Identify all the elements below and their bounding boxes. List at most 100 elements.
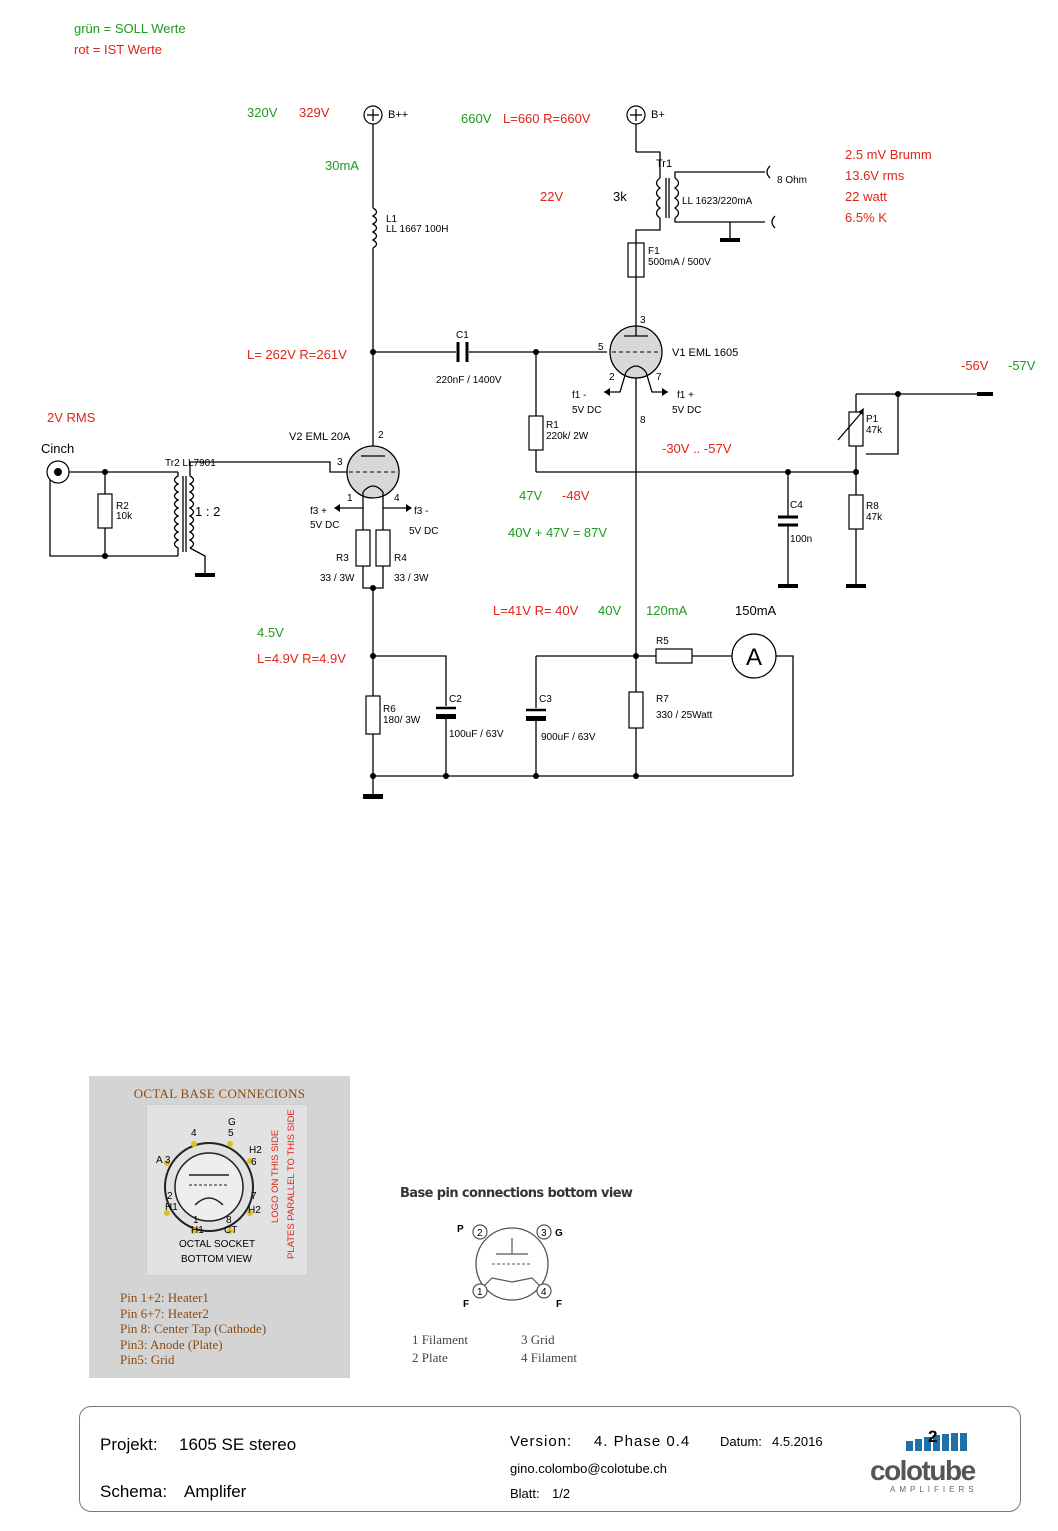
r6-resistor <box>365 695 381 735</box>
logo-text: colotube <box>870 1455 976 1486</box>
v1-pin5: 5 <box>598 342 604 353</box>
f1-minus-dc: 5V DC <box>572 405 601 416</box>
base4-letter-f2: F <box>556 1299 562 1310</box>
octal-caption-1: OCTAL SOCKET <box>179 1239 255 1250</box>
legend-ist: rot = IST Werte <box>74 42 162 57</box>
current-soll: 120mA <box>646 603 688 618</box>
schema-value: Amplifer <box>184 1482 247 1501</box>
logo-sub: AMPLIFIERS <box>890 1485 978 1494</box>
v2-plate-voltage: L= 262V R=261V <box>247 347 347 362</box>
l1-label: L1 <box>386 214 398 225</box>
tr2-secondary <box>188 475 195 549</box>
base4-socket-icon: P G F F 2 3 1 4 <box>457 1224 563 1310</box>
base4-num-2: 2 <box>477 1228 483 1239</box>
f1-label: F1 <box>648 246 660 257</box>
bpp-label: B++ <box>388 109 408 121</box>
tr2-ratio: 1 : 2 <box>195 504 220 519</box>
v2-pin3: 3 <box>337 457 343 468</box>
fil-sum: 40V + 47V = 87V <box>508 525 607 540</box>
v2-pin2: 2 <box>378 430 384 441</box>
v1-cathode-soll: 40V <box>598 603 621 618</box>
base4-legend-2: 2 Plate <box>412 1350 448 1365</box>
bp-label: B+ <box>651 109 665 121</box>
ground-icon <box>720 238 740 242</box>
fil-ist: -48V <box>562 488 590 503</box>
v2-cathode-soll: 4.5V <box>257 625 284 640</box>
projekt-value: 1605 SE stereo <box>179 1435 297 1454</box>
octal-caption-2: BOTTOM VIEW <box>181 1254 252 1265</box>
r3-label: R3 <box>336 553 349 564</box>
octal-side-text-2: PLATES PARALLEL TO THIS SIDE <box>286 1109 297 1259</box>
bias-range: -30V .. -57V <box>662 441 732 456</box>
r2-label: R2 <box>116 501 129 512</box>
bpp-soll: 320V <box>247 105 278 120</box>
c4-label: C4 <box>790 500 803 511</box>
blatt-label: Blatt: <box>510 1486 540 1501</box>
logo-bars-icon <box>906 1433 968 1451</box>
base4-num-4: 4 <box>541 1287 547 1298</box>
tr1-primary-top <box>636 151 661 178</box>
tr1-type: LL 1623/220mA <box>682 196 753 207</box>
v2-pin4: 4 <box>394 493 400 504</box>
octal-pin-h1a: H1 <box>165 1202 178 1213</box>
octal-pin-8: 8 <box>226 1215 232 1226</box>
c2-label: C2 <box>449 694 462 705</box>
f3-minus: f3 - <box>414 506 428 517</box>
octal-title: OCTAL BASE CONNECIONS <box>133 1086 306 1101</box>
fil-soll: 47V <box>519 488 542 503</box>
v1-tube <box>609 325 663 379</box>
base4-legend-3: 3 Grid <box>521 1332 555 1347</box>
v1-pin3: 3 <box>640 315 646 326</box>
ammeter-symbol: A <box>746 644 762 671</box>
l1-type: LL 1667 100H <box>386 224 448 235</box>
cinch-label: Cinch <box>41 441 74 456</box>
v2-pin1: 1 <box>347 493 353 504</box>
projekt-label: Projekt: <box>100 1435 158 1454</box>
v22-value: 22V <box>540 189 563 204</box>
r4-value: 33 / 3W <box>394 573 429 584</box>
neg-ist: -56V <box>961 358 989 373</box>
bp-terminal <box>626 105 646 125</box>
v1-cathode-ist: L=41V R= 40V <box>493 603 579 618</box>
neg-supply-terminal <box>977 392 993 396</box>
v2-tube <box>346 445 400 499</box>
v2-cathode-ist: L=4.9V R=4.9V <box>257 651 346 666</box>
base4-legend-4: 4 Filament <box>521 1350 577 1365</box>
f1-plus: f1 + <box>677 390 694 401</box>
octal-side-text-1: LOGO ON THIS SIDE <box>270 1130 281 1223</box>
out-terminal-hot <box>766 165 771 179</box>
bpp-terminal <box>363 105 383 125</box>
c1-label: C1 <box>456 330 469 341</box>
r3-value: 33 / 3W <box>320 573 355 584</box>
octal-pin-6: 6 <box>251 1157 257 1168</box>
f1-minus: f1 - <box>572 390 586 401</box>
r8-value: 47k <box>866 512 883 523</box>
r1-value: 220k/ 2W <box>546 431 589 442</box>
r7-label: R7 <box>656 694 669 705</box>
p1-pot <box>848 411 864 447</box>
out-terminal-cold <box>771 215 776 229</box>
datum-label: Datum: <box>720 1434 762 1449</box>
tr1-out-cold <box>674 218 765 223</box>
datum-value: 4.5.2016 <box>772 1434 823 1449</box>
octal-note: Pin5: Grid <box>120 1352 175 1368</box>
r8-label: R8 <box>866 501 879 512</box>
octal-pin-h2a: H2 <box>249 1145 262 1156</box>
octal-note: Pin 1+2: Heater1 <box>120 1290 209 1305</box>
octal-pin-notes: Pin 1+2: Heater1 Pin 6+7: Heater2 Pin 8:… <box>120 1290 266 1368</box>
base4-letter-p: P <box>457 1224 464 1235</box>
version-label: Version: <box>510 1433 573 1450</box>
p1-label: P1 <box>866 414 879 425</box>
hum-value: 2.5 mV Brumm <box>845 147 932 162</box>
c3-label: C3 <box>539 694 552 705</box>
logo-badge: 2 <box>928 1427 938 1446</box>
f3-plus-dc: 5V DC <box>310 520 339 531</box>
ground-icon <box>778 584 798 588</box>
vrms-value: 13.6V rms <box>845 168 905 183</box>
r2-resistor <box>97 493 113 529</box>
r1-label: R1 <box>546 420 559 431</box>
base4-letter-g: G <box>555 1228 563 1239</box>
tr1-primary-bottom <box>635 218 661 243</box>
base-pin-title: Base pin connections bottom view <box>400 1186 633 1201</box>
